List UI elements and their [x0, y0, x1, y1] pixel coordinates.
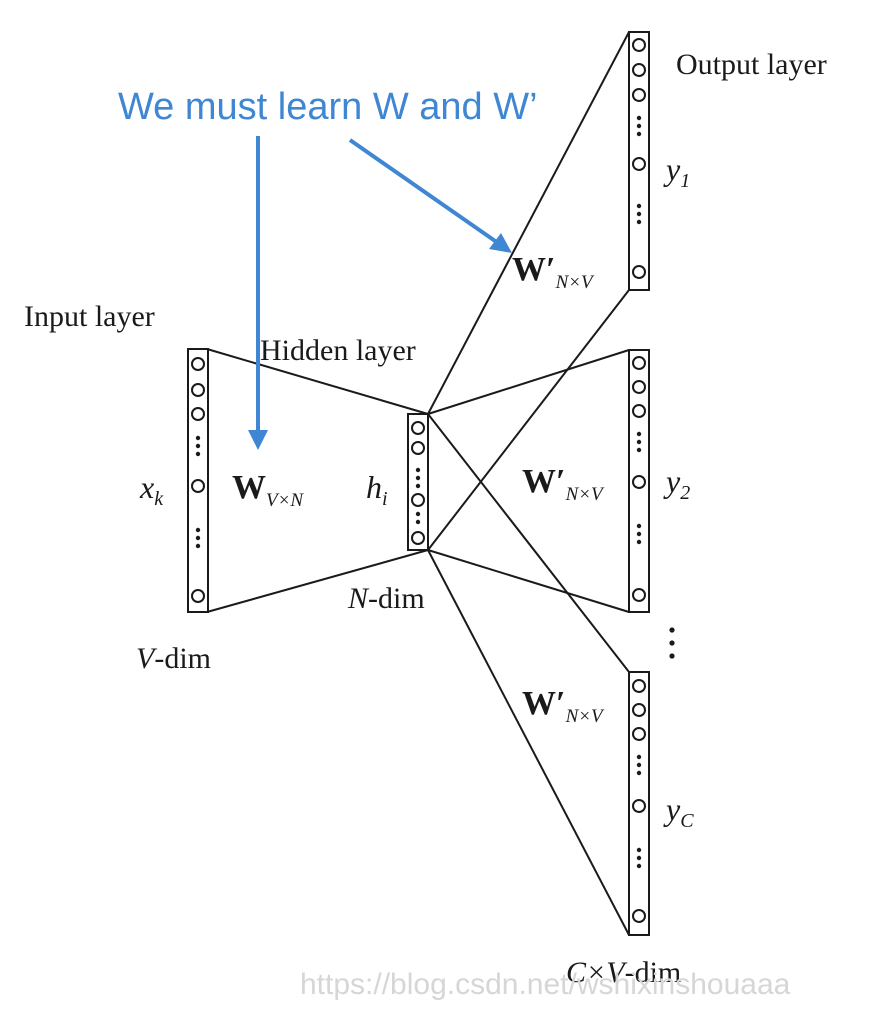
x-k-label: xk	[139, 469, 164, 510]
output-node	[632, 380, 646, 394]
output-node	[632, 588, 646, 602]
W-prime-matrix-label-3: W′N×V	[522, 685, 605, 727]
arrow-to-W-prime	[348, 138, 500, 245]
hidden-node	[411, 531, 425, 545]
output-node	[632, 265, 646, 279]
output-node	[632, 679, 646, 693]
output-node	[632, 157, 646, 171]
hidden-to-output1-bottom	[427, 289, 630, 551]
hidden-to-output2-top	[427, 349, 630, 415]
yC-label: yC	[663, 791, 694, 832]
output-node	[632, 475, 646, 489]
output-column-1	[628, 31, 650, 291]
y1-label: y1	[663, 151, 690, 192]
output-node	[632, 727, 646, 741]
W-prime-matrix-label-1: W′N×V	[512, 251, 595, 293]
hidden-to-output2-bottom	[427, 549, 630, 613]
input-node	[191, 479, 205, 493]
n-dim-label: N-dim	[347, 582, 425, 615]
output-node	[632, 356, 646, 370]
output-node	[632, 909, 646, 923]
hidden-layer-column	[407, 413, 429, 551]
hidden-to-output1-top	[427, 31, 630, 415]
hidden-node	[411, 441, 425, 455]
y2-label: y2	[663, 463, 690, 504]
more-columns-ellipsis	[669, 627, 675, 659]
W-matrix-label: WV×N	[232, 469, 304, 511]
input-node	[191, 407, 205, 421]
output-node	[632, 799, 646, 813]
h-i-label: hi	[366, 469, 388, 510]
annotation-arrows	[248, 136, 512, 450]
input-node	[191, 589, 205, 603]
hidden-node	[411, 421, 425, 435]
output-column-C	[628, 671, 650, 936]
connections	[206, 31, 630, 936]
cv-dim-label: C×V-dim	[566, 956, 681, 989]
watermark: https://blog.csdn.net/wshixinshouaaa	[300, 968, 791, 1001]
hidden-to-outputC-top	[427, 413, 630, 673]
v-dim-label: V-dim	[136, 642, 211, 675]
W-prime-matrix-label-2: W′N×V	[522, 463, 605, 505]
input-top-to-hidden	[206, 348, 429, 415]
annotation-text: We must learn W and W’	[118, 86, 538, 128]
output-node	[632, 404, 646, 418]
hidden-layer-label: Hidden layer	[260, 334, 416, 367]
output-node	[632, 703, 646, 717]
output-node	[632, 38, 646, 52]
input-bottom-to-hidden	[206, 549, 429, 613]
hidden-to-outputC-bottom	[427, 549, 630, 936]
input-layer-label: Input layer	[24, 300, 155, 333]
output-node	[632, 88, 646, 102]
input-node	[191, 357, 205, 371]
output-layer-label: Output layer	[676, 48, 827, 81]
input-node	[191, 383, 205, 397]
output-column-2	[628, 349, 650, 613]
output-node	[632, 63, 646, 77]
hidden-node	[411, 493, 425, 507]
input-layer-column	[187, 348, 209, 613]
